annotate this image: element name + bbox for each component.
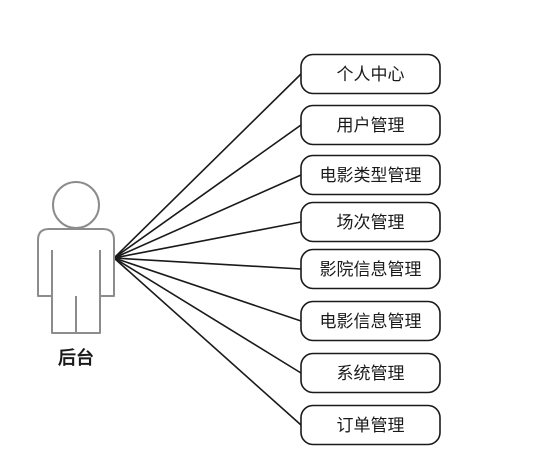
association-line (113, 73, 302, 259)
use-case: 电影信息管理 (300, 300, 441, 342)
use-case-label: 影院信息管理 (320, 260, 422, 280)
actor-label: 后台 (58, 347, 94, 369)
use-case-label: 场次管理 (337, 213, 405, 233)
association-line (113, 257, 302, 270)
use-case-box (300, 300, 441, 342)
use-case-box (300, 154, 441, 196)
use-case: 影院信息管理 (300, 248, 441, 290)
use-case-label: 个人中心 (337, 65, 405, 85)
association-lines (113, 73, 302, 426)
use-case-label: 电影信息管理 (320, 312, 422, 332)
use-case-box (300, 404, 441, 446)
use-case-label: 电影类型管理 (320, 166, 422, 186)
use-case-box (300, 352, 441, 394)
actor-backend (37, 181, 115, 334)
association-line (113, 257, 302, 322)
use-case: 电影类型管理 (300, 154, 441, 196)
use-case: 用户管理 (300, 104, 441, 146)
use-case: 场次管理 (300, 201, 441, 243)
use-case-label: 订单管理 (337, 416, 405, 436)
use-case-box (300, 201, 441, 243)
use-case-label: 系统管理 (337, 364, 405, 384)
actor-body (37, 228, 115, 334)
use-case-label: 用户管理 (337, 116, 405, 136)
use-case-box (300, 248, 441, 290)
actor-head (52, 181, 100, 229)
association-line (113, 257, 302, 426)
use-case: 个人中心 (300, 53, 441, 95)
use-case: 订单管理 (300, 404, 441, 446)
association-line (113, 174, 302, 259)
association-line (113, 221, 302, 259)
use-case-box (300, 53, 441, 95)
association-line (113, 124, 302, 259)
use-case: 系统管理 (300, 352, 441, 394)
use-case-box (300, 104, 441, 146)
association-line (113, 257, 302, 374)
